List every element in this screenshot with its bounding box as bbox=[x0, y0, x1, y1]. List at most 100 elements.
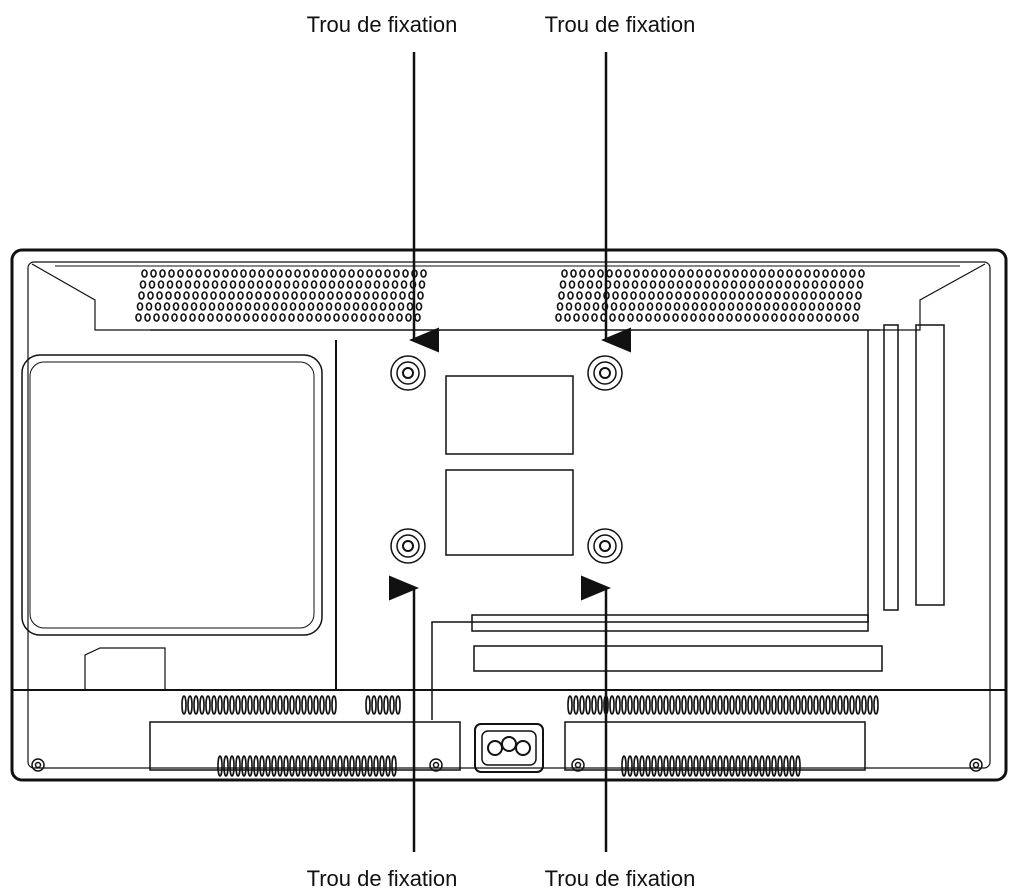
vent-slot bbox=[595, 280, 603, 289]
vent-slot bbox=[325, 302, 333, 311]
vent-slot bbox=[330, 269, 337, 278]
vent-slot bbox=[693, 291, 700, 300]
vent-slot bbox=[253, 302, 261, 311]
vent-slot bbox=[583, 302, 591, 311]
vent-slot bbox=[366, 269, 373, 278]
tv-outer-frame bbox=[10, 248, 1008, 782]
vent-slot bbox=[253, 755, 259, 777]
vent-slot bbox=[294, 269, 301, 278]
vent-slot bbox=[579, 269, 586, 278]
vent-slot bbox=[705, 269, 712, 278]
vent-slot bbox=[777, 755, 783, 777]
vent-slot bbox=[619, 302, 627, 311]
vent-slot bbox=[681, 755, 687, 777]
vent-slot bbox=[669, 269, 676, 278]
left-panel bbox=[21, 354, 323, 636]
vent-slot bbox=[741, 269, 748, 278]
vent-slot bbox=[141, 269, 148, 278]
vent-slot bbox=[579, 695, 585, 715]
vent-slot bbox=[351, 313, 358, 322]
vent-slot bbox=[370, 302, 378, 311]
vent-slot bbox=[283, 755, 289, 777]
vent-slot bbox=[301, 280, 309, 289]
vent-slot bbox=[711, 291, 718, 300]
vent-slot bbox=[795, 695, 801, 715]
vent-slot bbox=[369, 313, 376, 322]
vent-slot bbox=[406, 302, 414, 311]
vent-slot bbox=[570, 269, 577, 278]
vent-slot bbox=[819, 695, 825, 715]
vent-slot bbox=[621, 291, 628, 300]
vent-slot bbox=[594, 291, 601, 300]
vent-slot bbox=[144, 313, 151, 322]
vent-slot bbox=[371, 695, 377, 715]
vent-slot bbox=[792, 291, 799, 300]
vent-slot bbox=[639, 695, 645, 715]
vent-slot bbox=[727, 302, 735, 311]
vent-slot bbox=[808, 302, 816, 311]
vent-slot bbox=[377, 695, 383, 715]
vent-slot bbox=[348, 269, 355, 278]
vent-slot bbox=[825, 313, 832, 322]
vent-slot bbox=[277, 755, 283, 777]
vent-slot bbox=[273, 291, 280, 300]
right-bar-1 bbox=[883, 324, 899, 611]
vent-slot bbox=[279, 313, 286, 322]
vent-slot bbox=[723, 755, 729, 777]
vent-slot bbox=[574, 302, 582, 311]
vent-slot bbox=[354, 291, 361, 300]
vent-slot bbox=[766, 280, 774, 289]
vent-slot bbox=[265, 695, 271, 715]
vent-slot bbox=[252, 313, 259, 322]
vent-slot bbox=[828, 291, 835, 300]
vent-slot bbox=[585, 291, 592, 300]
vent-slot bbox=[723, 695, 729, 715]
vent-slot bbox=[295, 755, 301, 777]
vent-slot bbox=[361, 302, 369, 311]
vent-slot bbox=[395, 695, 401, 715]
vent-slot bbox=[721, 280, 729, 289]
vent-slot bbox=[735, 755, 741, 777]
bottom-tray-left bbox=[149, 721, 461, 771]
vent-slot bbox=[405, 313, 412, 322]
vent-slot bbox=[222, 269, 229, 278]
vent-slot bbox=[378, 313, 385, 322]
vent-slot bbox=[636, 313, 643, 322]
vent-slot bbox=[327, 291, 334, 300]
vent-slot bbox=[807, 313, 814, 322]
vent-slot bbox=[633, 695, 639, 715]
vent-slot bbox=[627, 695, 633, 715]
vent-slot bbox=[759, 269, 766, 278]
right-frame-edge bbox=[431, 330, 869, 720]
vent-slot bbox=[633, 755, 639, 777]
vent-slot bbox=[741, 755, 747, 777]
vent-slot bbox=[345, 291, 352, 300]
vent-slot bbox=[156, 291, 163, 300]
vent-slot bbox=[657, 755, 663, 777]
vent-slot bbox=[298, 302, 306, 311]
vent-slot bbox=[687, 269, 694, 278]
vent-slot bbox=[198, 313, 205, 322]
vent-slot bbox=[577, 280, 585, 289]
vent-slot bbox=[837, 695, 843, 715]
vent-slot bbox=[361, 755, 367, 777]
vent-slot bbox=[300, 291, 307, 300]
vent-slot bbox=[321, 269, 328, 278]
vent-slot bbox=[694, 280, 702, 289]
vent-slot bbox=[781, 302, 789, 311]
vent-slot bbox=[259, 755, 265, 777]
vent-slot bbox=[655, 302, 663, 311]
vent-slot bbox=[280, 302, 288, 311]
vent-slot bbox=[642, 269, 649, 278]
vent-slot bbox=[258, 269, 265, 278]
vent-slot bbox=[640, 280, 648, 289]
vent-slot bbox=[847, 280, 855, 289]
vent-slot bbox=[202, 280, 210, 289]
vent-slot bbox=[730, 280, 738, 289]
vent-slot bbox=[687, 755, 693, 777]
vent-slot bbox=[789, 695, 795, 715]
vent-slot bbox=[301, 755, 307, 777]
vent-slot bbox=[235, 302, 243, 311]
vent-slot bbox=[772, 302, 780, 311]
screw-hole-right bbox=[969, 758, 983, 772]
